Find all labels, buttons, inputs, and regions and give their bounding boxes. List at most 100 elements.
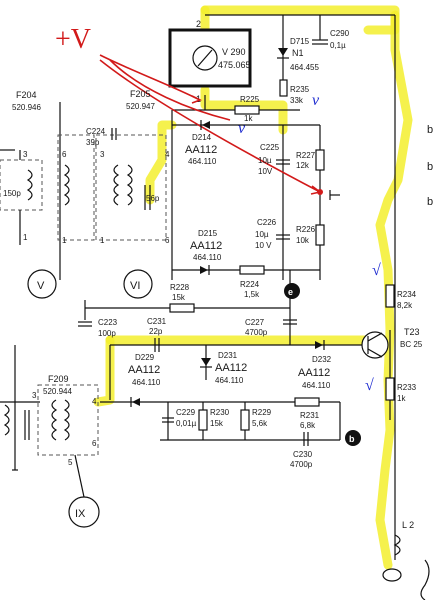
svg-text:L 2: L 2 [402,520,414,530]
svg-text:R226: R226 [296,225,316,234]
test-point-vi: VI [123,269,153,299]
svg-text:10µ: 10µ [255,230,269,239]
transformer-f204: F204 520.946 150p 3 1 [0,90,43,245]
svg-text:1k: 1k [244,114,253,123]
test-point-ix: IX [68,454,100,528]
capacitor-c225: C225 10µ 10V [258,143,290,176]
svg-text:R230: R230 [210,408,230,417]
svg-text:6,8k: 6,8k [300,421,316,430]
svg-text:F205: F205 [130,89,151,99]
svg-text:C227: C227 [245,318,265,327]
svg-text:C231: C231 [147,317,167,326]
plus-v-note: +V [55,24,91,55]
svg-text:v: v [238,120,246,137]
svg-text:AA112: AA112 [128,364,160,376]
svg-text:AA112: AA112 [185,144,217,156]
resistor-r224: R224 1,5k [239,265,265,299]
svg-text:AA112: AA112 [298,367,330,379]
svg-text:464.110: 464.110 [215,376,244,385]
capacitor-c223: C223 100p [78,318,118,338]
svg-text:464.110: 464.110 [302,381,331,390]
svg-text:464.110: 464.110 [132,378,161,387]
svg-text:R228: R228 [170,283,190,292]
svg-text:e: e [288,287,293,297]
svg-text:v: v [312,92,320,109]
resistor-r228: R228 15k [169,283,195,313]
svg-text:b: b [349,434,355,444]
resistor-r227: R227 12k [296,149,325,171]
svg-text:1k: 1k [397,394,406,403]
svg-text:4700p: 4700p [290,460,313,469]
left-tank [3,404,30,440]
capacitor-c229: C229 0,01µ [162,402,197,440]
svg-text:10 V: 10 V [255,241,272,250]
resistor-r230: R230 15k [198,402,230,440]
svg-text:8,2k: 8,2k [397,301,413,310]
svg-text:b: b [427,161,433,173]
svg-text:150p: 150p [3,189,21,198]
svg-text:464.110: 464.110 [193,253,222,262]
svg-text:520.947: 520.947 [126,102,155,111]
svg-text:b: b [427,196,433,208]
svg-text:D715: D715 [290,37,310,46]
svg-text:VI: VI [130,280,140,292]
transistor-t23: T23 BC 25 [361,327,423,359]
svg-text:N1: N1 [292,48,304,58]
svg-text:D229: D229 [135,353,155,362]
svg-text:R227: R227 [296,151,316,160]
svg-text:√: √ [372,262,381,279]
node-marker-b: b [345,430,361,446]
svg-text:6: 6 [92,439,97,448]
svg-text:D232: D232 [312,355,332,364]
svg-text:R233: R233 [397,383,417,392]
svg-text:4: 4 [92,397,97,406]
meter-ref: V 290 [222,47,246,57]
resistor-r226: R226 10k [296,224,325,246]
svg-text:R235: R235 [290,85,310,94]
svg-text:AA112: AA112 [190,240,222,252]
diode-d715: D715 N1 464.455 [277,37,319,72]
svg-text:R225: R225 [240,95,260,104]
svg-text:15k: 15k [210,419,224,428]
svg-text:5: 5 [68,458,73,467]
svg-text:464.455: 464.455 [290,63,319,72]
pin-label-2: 2 [196,19,201,29]
ground-symbols [12,190,340,471]
check-marks: v v √ √ [238,92,381,394]
svg-text:BC 25: BC 25 [400,340,423,349]
svg-text:C230: C230 [293,450,313,459]
svg-text:C229: C229 [176,408,196,417]
svg-text:520.944: 520.944 [43,387,72,396]
diode-d229: D229 AA112 464.110 [128,353,161,407]
svg-text:R229: R229 [252,408,272,417]
resistor-r225: R225 1k [234,95,260,123]
svg-text:IX: IX [75,508,86,520]
transformer-f209: F209 520.944 3 4 6 5 [32,374,99,467]
svg-text:T23: T23 [404,327,420,337]
voltmeter: V 290 475.065 2 1 [168,19,252,104]
svg-text:3: 3 [100,150,105,159]
svg-text:R224: R224 [240,280,260,289]
svg-text:C290: C290 [330,29,350,38]
diode-d232: D232 AA112 464.110 [298,340,332,390]
svg-text:520.946: 520.946 [12,103,41,112]
svg-text:AA112: AA112 [215,362,247,374]
transformer-left: 6 1 [57,134,95,245]
capacitor-c224: C224 39p [86,127,117,147]
svg-text:10k: 10k [296,236,310,245]
svg-text:b: b [427,124,433,136]
resistor-r231: R231 6,8k [294,397,320,430]
resistor-r233: R233 1k [385,377,417,403]
svg-text:C223: C223 [98,318,118,327]
svg-text:3: 3 [32,391,37,400]
svg-text:D215: D215 [198,229,218,238]
svg-text:R231: R231 [300,411,320,420]
svg-text:10µ: 10µ [258,156,272,165]
transformer-f205: F205 520.947 56p 3 4 6 1 [95,89,170,245]
svg-text:C224: C224 [86,127,106,136]
svg-text:1: 1 [23,233,28,242]
svg-text:0,01µ: 0,01µ [176,419,197,428]
svg-text:V: V [37,280,45,292]
svg-text:0,1µ: 0,1µ [330,41,346,50]
